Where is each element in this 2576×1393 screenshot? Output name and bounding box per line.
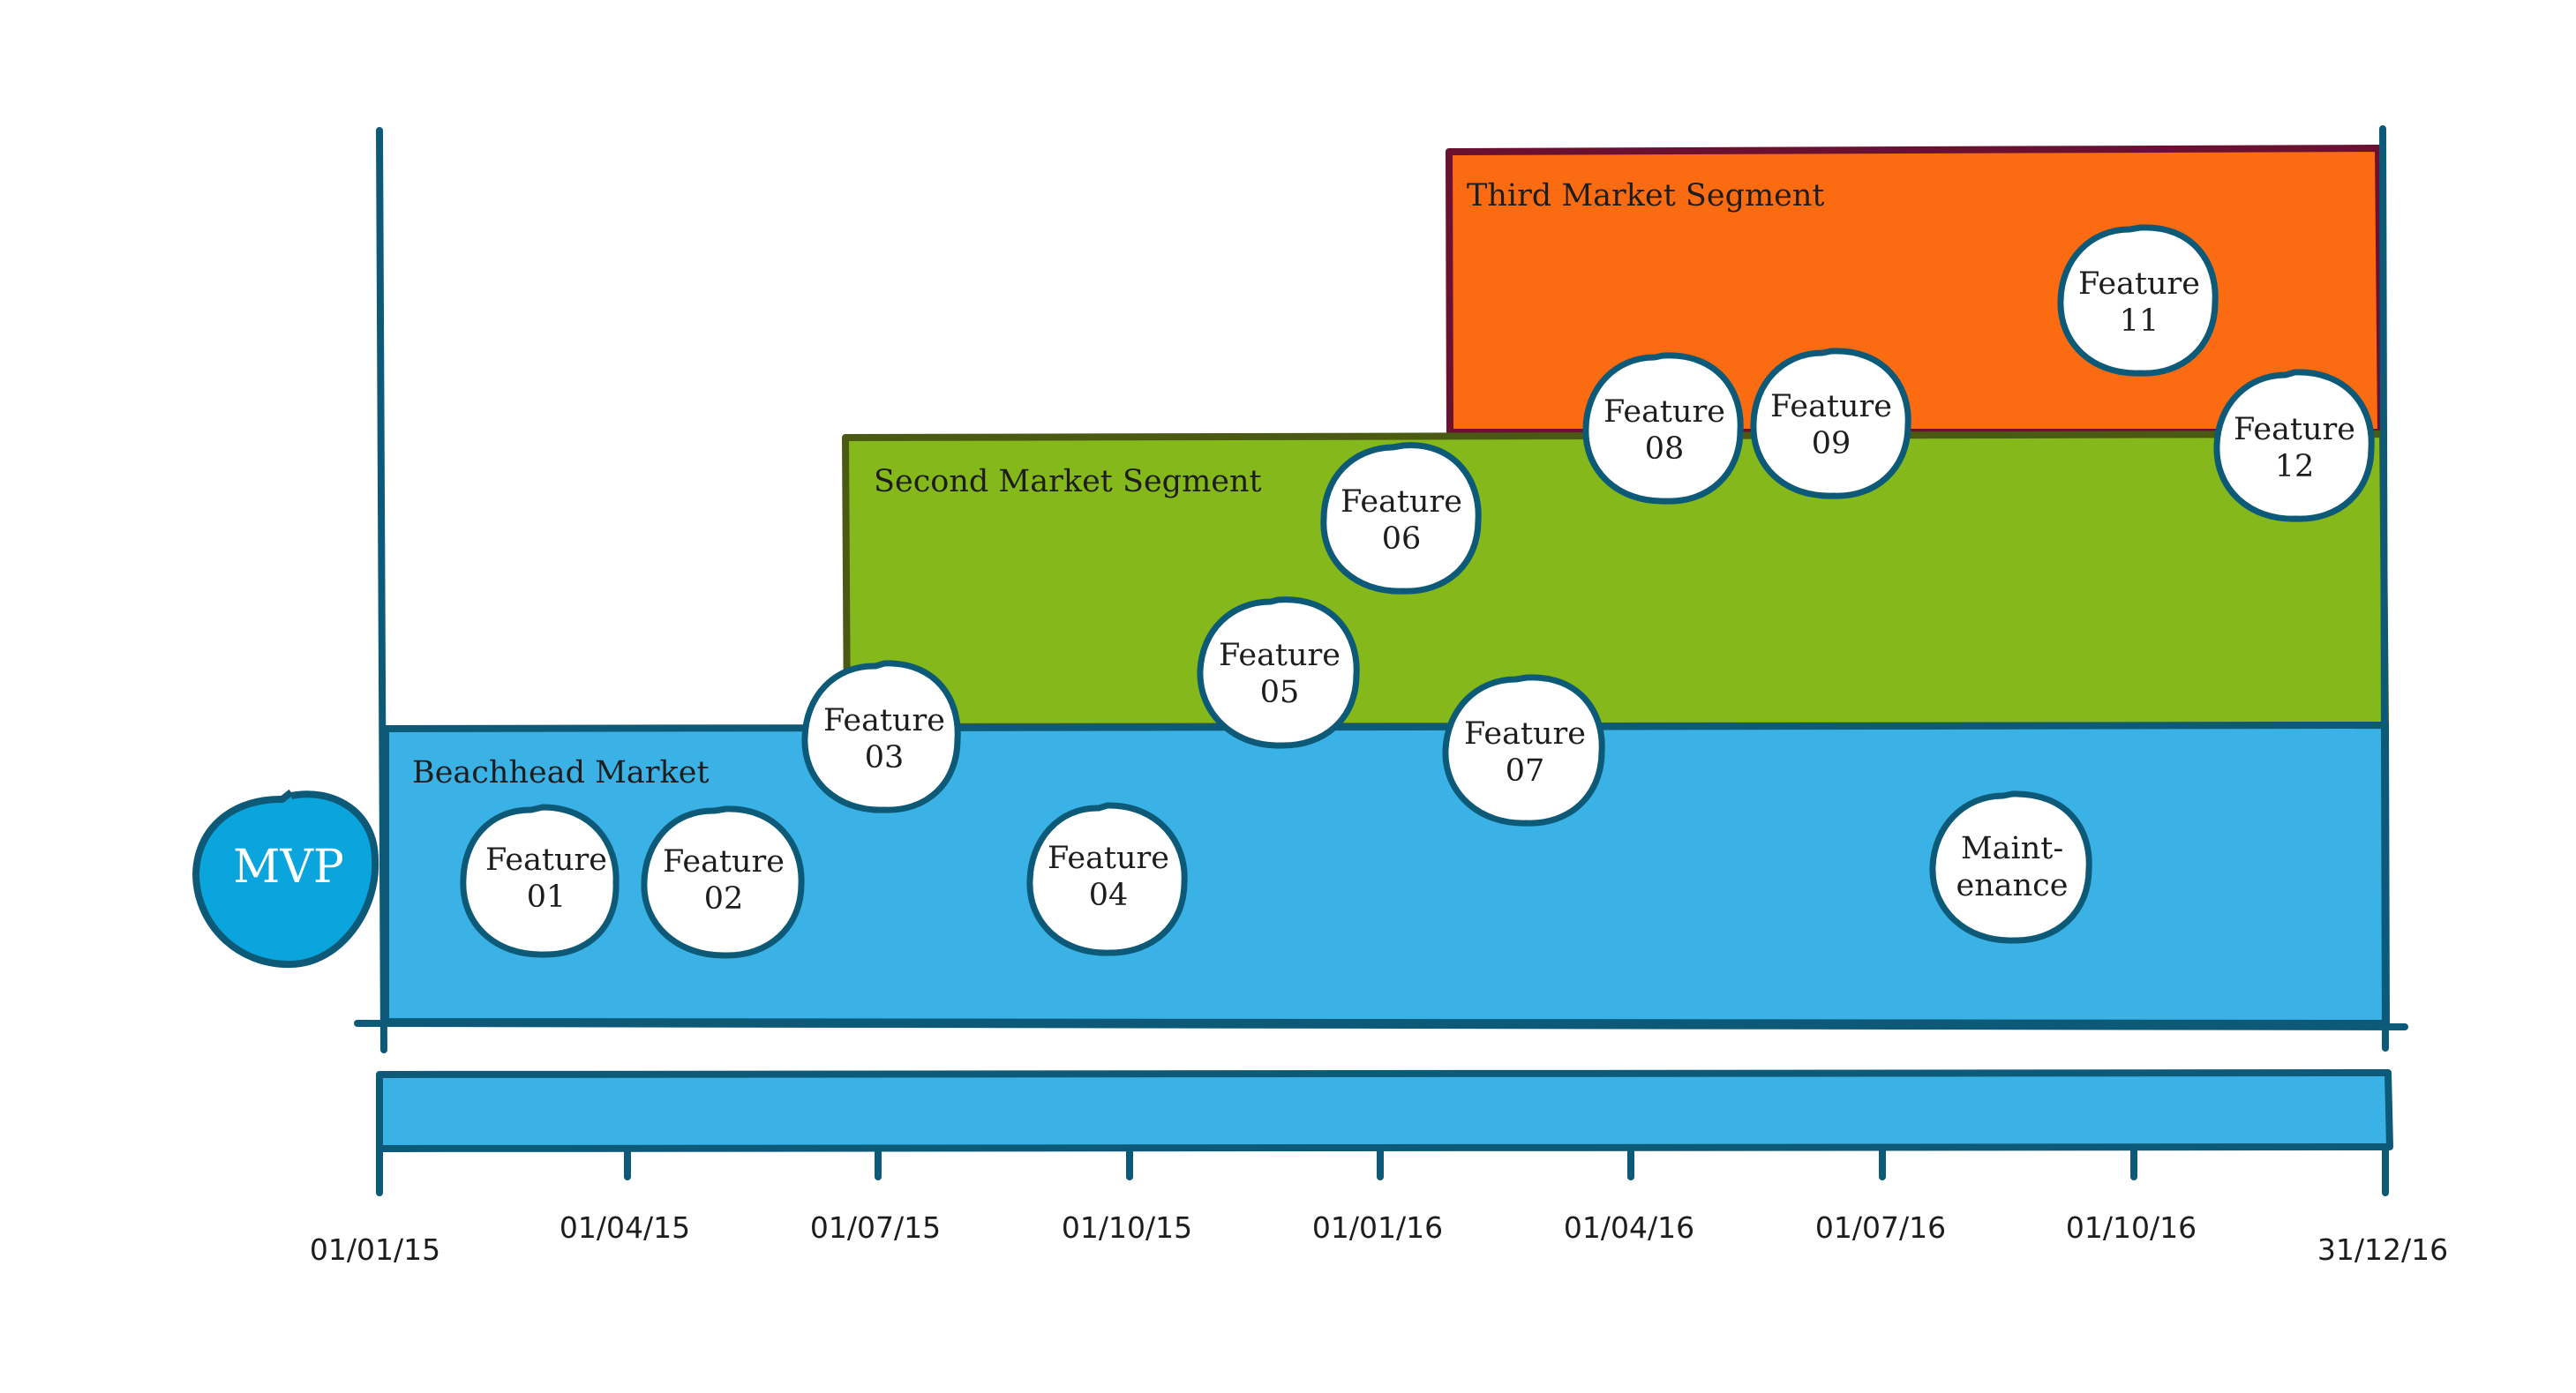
feature-bubble-02: Feature 02	[641, 805, 805, 959]
feature-bubbles: Feature 01 Feature 02 Feature 03 Feature…	[460, 224, 2375, 959]
feature-06-line2: 06	[1382, 521, 1422, 557]
feature-bubble-04: Feature 04	[1026, 802, 1188, 956]
feature-bubble-05: Feature 05	[1197, 596, 1360, 749]
third-market-label: Third Market Segment	[1467, 178, 1825, 213]
feature-06-line1: Feature	[1341, 484, 1462, 520]
diagram-axes	[354, 125, 2408, 1053]
maintenance-line2: enance	[1956, 868, 2069, 903]
tick-label-2: 01/07/15	[810, 1210, 941, 1245]
tick-label-5: 01/04/16	[1564, 1210, 1694, 1245]
feature-bubble-06: Feature 06	[1320, 442, 1482, 595]
tick-label-6: 01/07/16	[1815, 1210, 1946, 1245]
feature-12-line1: Feature	[2234, 412, 2355, 447]
tick-label-0: 01/01/15	[310, 1232, 440, 1267]
feature-bubble-11: Feature 11	[2057, 224, 2219, 377]
feature-bubble-07: Feature 07	[1442, 674, 1605, 827]
maintenance-bubble: Maint- enance	[1929, 790, 2092, 944]
feature-01-line1: Feature	[485, 843, 607, 878]
feature-01-line2: 01	[527, 880, 567, 915]
mvp-label: MVP	[233, 841, 344, 894]
tick-label-3: 01/10/15	[1062, 1210, 1192, 1245]
feature-bubble-12: Feature 12	[2213, 369, 2375, 522]
tick-label-8: 31/12/16	[2317, 1232, 2448, 1267]
beachhead-market-label: Beachhead Market	[412, 755, 710, 790]
feature-09-line2: 09	[1812, 426, 1851, 461]
maintenance-line1: Maint-	[1961, 831, 2063, 866]
feature-09-line1: Feature	[1770, 389, 1892, 424]
feature-08-line1: Feature	[1603, 394, 1725, 430]
feature-11-line2: 11	[2120, 303, 2159, 339]
feature-03-line1: Feature	[823, 703, 945, 738]
feature-07-line1: Feature	[1464, 716, 1586, 752]
tick-label-4: 01/01/16	[1312, 1210, 1443, 1245]
second-market-label: Second Market Segment	[874, 464, 1262, 499]
feature-bubble-01: Feature 01	[460, 804, 620, 958]
mvp-bubble: MVP	[192, 789, 379, 969]
timeline: 01/01/15 01/04/15 01/07/15 01/10/15 01/0…	[310, 1069, 2448, 1267]
feature-11-line1: Feature	[2078, 266, 2200, 302]
feature-05-line1: Feature	[1219, 638, 1341, 673]
feature-03-line2: 03	[865, 740, 905, 775]
feature-04-line1: Feature	[1048, 841, 1169, 876]
feature-05-line2: 05	[1260, 675, 1300, 710]
feature-02-line2: 02	[704, 881, 744, 917]
feature-12-line2: 12	[2275, 449, 2315, 484]
feature-07-line2: 07	[1506, 753, 1545, 789]
feature-bubble-03: Feature 03	[801, 660, 961, 813]
feature-08-line2: 08	[1645, 431, 1685, 467]
feature-bubble-09: Feature 09	[1750, 348, 1911, 499]
tick-label-1: 01/04/15	[560, 1210, 690, 1245]
tick-label-7: 01/10/16	[2066, 1210, 2197, 1245]
feature-bubble-08: Feature 08	[1582, 352, 1744, 505]
feature-02-line1: Feature	[663, 844, 785, 880]
feature-04-line2: 04	[1089, 878, 1129, 913]
